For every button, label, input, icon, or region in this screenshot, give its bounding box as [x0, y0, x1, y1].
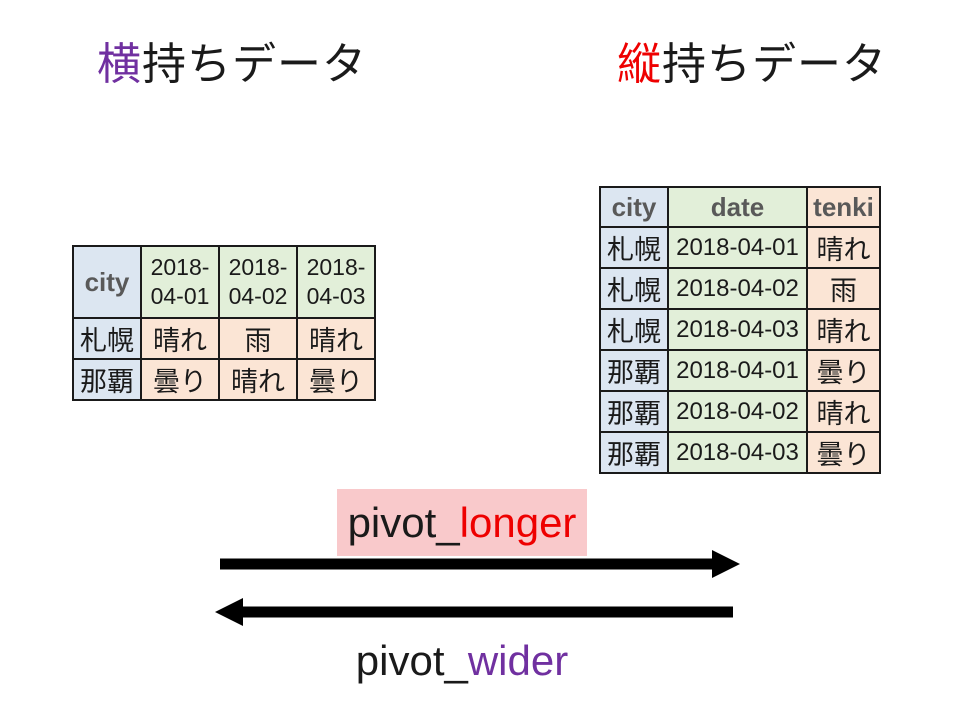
table-cell-tenki: 曇り — [296, 358, 376, 401]
table-cell-tenki: 晴れ — [296, 317, 376, 360]
table-cell-tenki: 晴れ — [806, 390, 881, 433]
table-cell-city: 札幌 — [599, 308, 669, 351]
table-row: 札幌 2018-04-01 晴れ — [599, 226, 881, 269]
table-cell-tenki: 晴れ — [218, 358, 298, 401]
table-cell-date: 2018-04-02 — [667, 267, 808, 310]
column-header-city: city — [72, 245, 142, 319]
long-table-header-row: city date tenki — [599, 186, 881, 228]
table-cell-city: 札幌 — [599, 267, 669, 310]
pivot-wider-prefix: pivot_ — [355, 637, 468, 684]
table-cell-tenki: 晴れ — [140, 317, 220, 360]
wide-data-title-rest: 持ちデータ — [142, 40, 367, 89]
table-row: 那覇 曇り 晴れ 曇り — [72, 358, 376, 401]
pivot-longer-suffix: longer — [459, 498, 577, 546]
wide-data-title: 横持ちデータ — [97, 28, 367, 92]
table-cell-tenki: 晴れ — [806, 308, 881, 351]
table-cell-tenki: 雨 — [806, 267, 881, 310]
table-row: 札幌 2018-04-03 晴れ — [599, 308, 881, 351]
table-row: 那覇 2018-04-03 曇り — [599, 431, 881, 474]
table-cell-tenki: 曇り — [140, 358, 220, 401]
arrow-right-icon — [220, 550, 740, 578]
long-format-table: city date tenki 札幌 2018-04-01 晴れ 札幌 2018… — [599, 186, 881, 474]
pivot-wider-suffix: wider — [467, 637, 569, 684]
column-header-date: date — [667, 186, 808, 228]
table-cell-date: 2018-04-03 — [667, 431, 808, 474]
table-cell-date: 2018-04-03 — [667, 308, 808, 351]
table-cell-tenki: 曇り — [806, 349, 881, 392]
table-cell-city: 那覇 — [599, 349, 669, 392]
table-cell-date: 2018-04-01 — [667, 349, 808, 392]
column-header-tenki: tenki — [806, 186, 881, 228]
wide-data-title-accent: 横 — [97, 40, 142, 89]
column-header-city: city — [599, 186, 669, 228]
long-data-title-rest: 持ちデータ — [662, 40, 887, 89]
wide-format-table: city 2018- 04-01 2018- 04-02 2018- 04-03… — [72, 245, 376, 401]
long-data-title-accent: 縦 — [617, 40, 662, 89]
table-row: 那覇 2018-04-02 晴れ — [599, 390, 881, 433]
pivot-longer-label: pivot_longer — [337, 489, 587, 556]
table-cell-tenki: 晴れ — [806, 226, 881, 269]
column-header-date1: 2018- 04-01 — [140, 245, 220, 319]
table-cell-city: 那覇 — [599, 390, 669, 433]
long-data-title: 縦持ちデータ — [617, 28, 887, 92]
table-row: 札幌 2018-04-02 雨 — [599, 267, 881, 310]
pivot-longer-prefix: pivot_ — [347, 498, 460, 546]
table-cell-city: 那覇 — [72, 358, 142, 401]
column-header-date3: 2018- 04-03 — [296, 245, 376, 319]
table-cell-city: 札幌 — [72, 317, 142, 360]
column-header-date2: 2018- 04-02 — [218, 245, 298, 319]
table-cell-tenki: 曇り — [806, 431, 881, 474]
table-cell-tenki: 雨 — [218, 317, 298, 360]
table-cell-date: 2018-04-02 — [667, 390, 808, 433]
table-row: 那覇 2018-04-01 曇り — [599, 349, 881, 392]
table-row: 札幌 晴れ 雨 晴れ — [72, 317, 376, 360]
arrow-left-icon — [215, 598, 733, 626]
table-cell-city: 那覇 — [599, 431, 669, 474]
wide-table-header-row: city 2018- 04-01 2018- 04-02 2018- 04-03 — [72, 245, 376, 319]
table-cell-city: 札幌 — [599, 226, 669, 269]
pivot-wider-label: pivot_wider — [337, 633, 587, 689]
table-cell-date: 2018-04-01 — [667, 226, 808, 269]
